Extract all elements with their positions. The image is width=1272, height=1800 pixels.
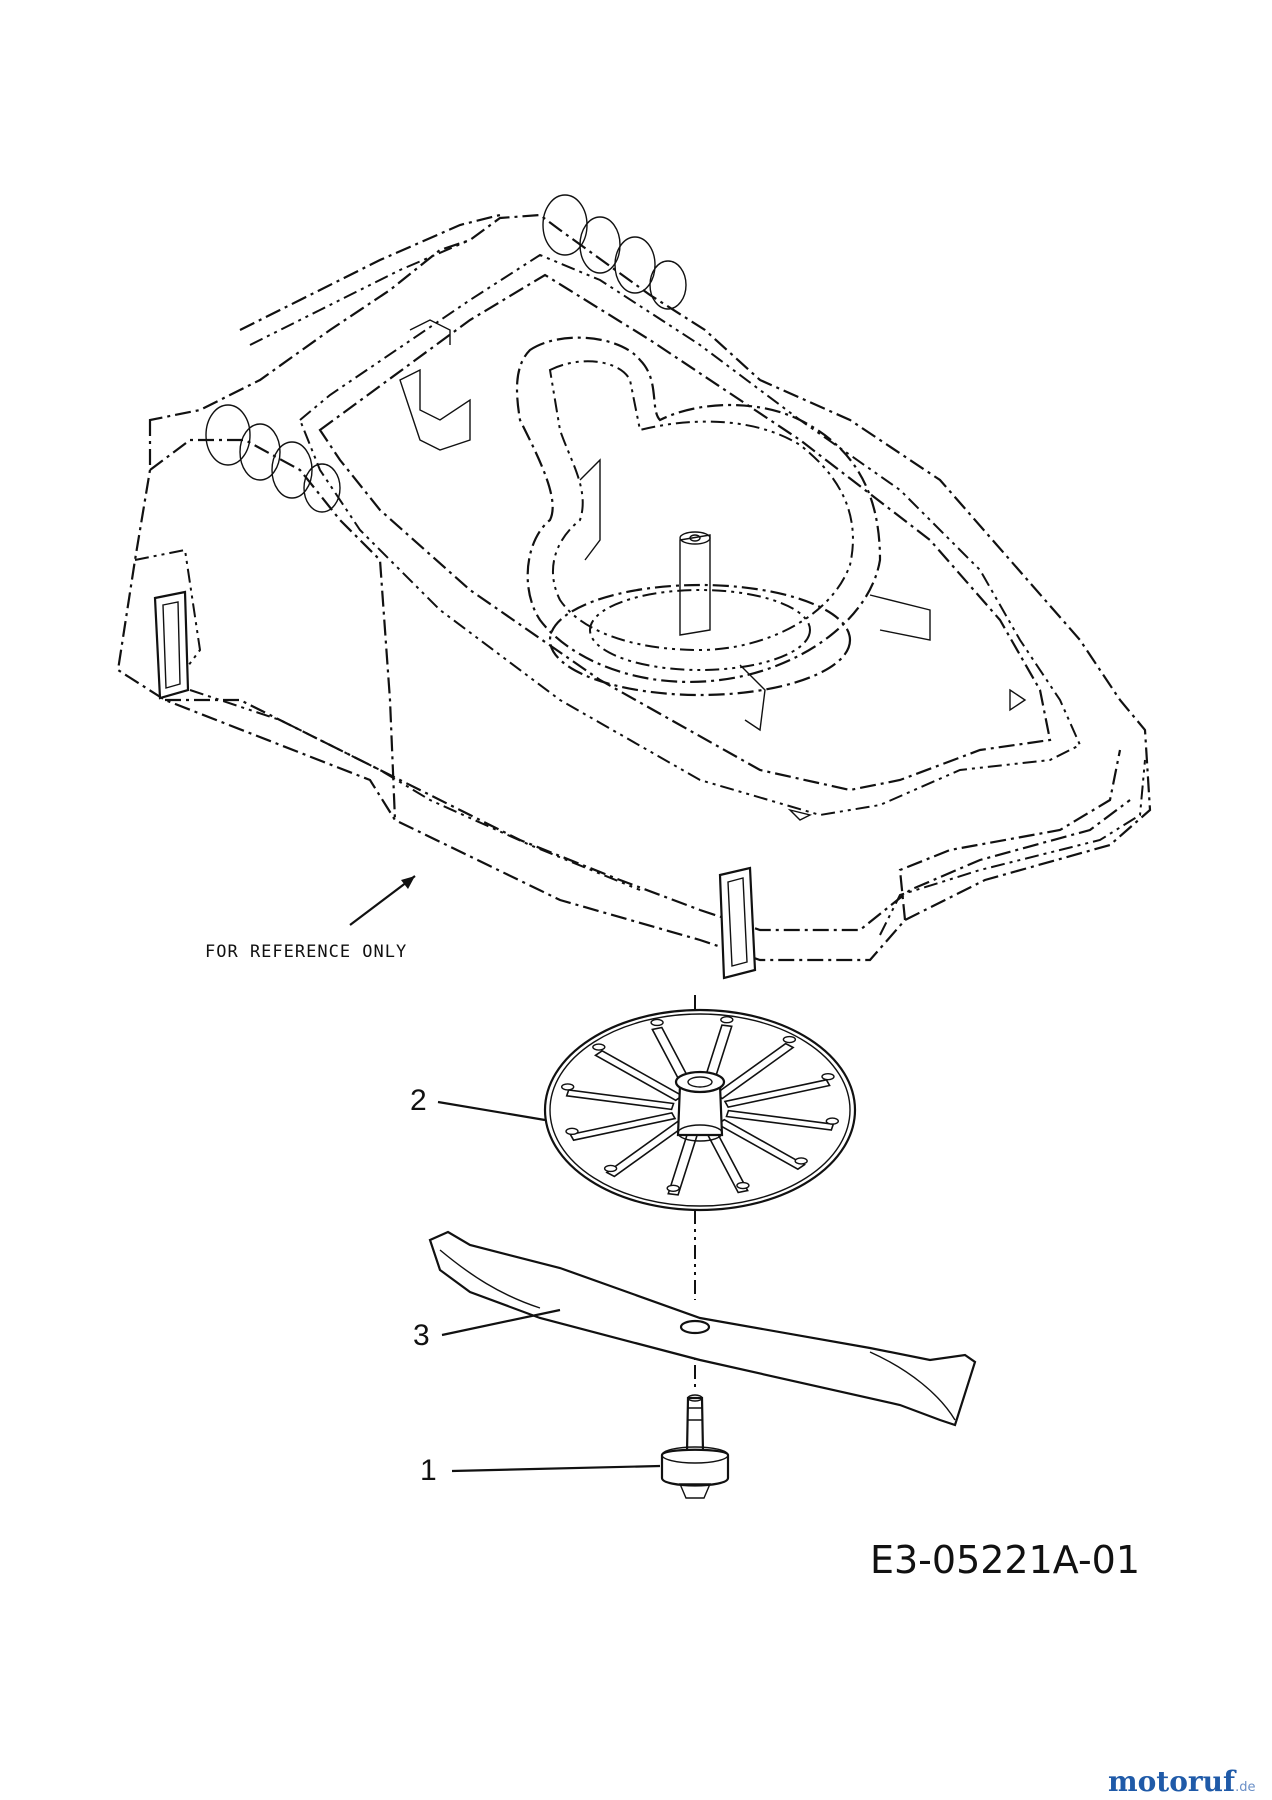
blade-bolt	[660, 1394, 730, 1499]
mower-blade	[428, 1230, 977, 1427]
fan-vane-tip	[825, 1117, 840, 1125]
callout-label-1: 1	[420, 1454, 437, 1487]
fan-vane-tip	[782, 1035, 797, 1044]
fan-vane-tip	[736, 1181, 750, 1190]
watermark-suffix: .de	[1235, 1780, 1255, 1795]
fan-vane	[569, 1111, 677, 1142]
fan-vane-tip	[650, 1018, 664, 1027]
watermark-brand: motoruf	[1108, 1765, 1237, 1798]
fan-vane-tip	[720, 1016, 734, 1024]
svg-text:motoruf.de: motoruf.de	[1108, 1765, 1255, 1798]
callout-2: 2	[410, 1084, 546, 1122]
front-right-bracket	[718, 866, 757, 980]
blower-chute	[515, 336, 931, 732]
front-left-bracket	[153, 590, 190, 700]
fan-vane-tip	[794, 1157, 808, 1165]
rear-right-hub	[542, 194, 687, 310]
fan-adapter	[543, 1008, 857, 1212]
callout-1: 1	[420, 1454, 661, 1487]
reference-note: FOR REFERENCE ONLY	[205, 942, 407, 962]
drawing-code: E3-05221A-01	[870, 1538, 1140, 1582]
fan-vane-tip	[821, 1072, 835, 1081]
callout-label-3: 3	[413, 1319, 430, 1352]
fan-vane	[565, 1089, 675, 1111]
callout-label-2: 2	[410, 1084, 427, 1117]
fan-vane	[593, 1049, 684, 1102]
fan-vane-tip	[603, 1164, 618, 1173]
fan-vane-tip	[592, 1043, 606, 1051]
rear-left-hub	[205, 404, 341, 513]
fan-vane-tip	[560, 1083, 575, 1091]
fan-vane-tip	[565, 1127, 579, 1136]
watermark-logo: motoruf.de	[1108, 1765, 1255, 1798]
callout-3: 3	[413, 1308, 561, 1352]
reference-leader	[349, 875, 416, 926]
mower-deck-housing	[116, 194, 1152, 980]
fan-vane-tip	[666, 1184, 680, 1192]
